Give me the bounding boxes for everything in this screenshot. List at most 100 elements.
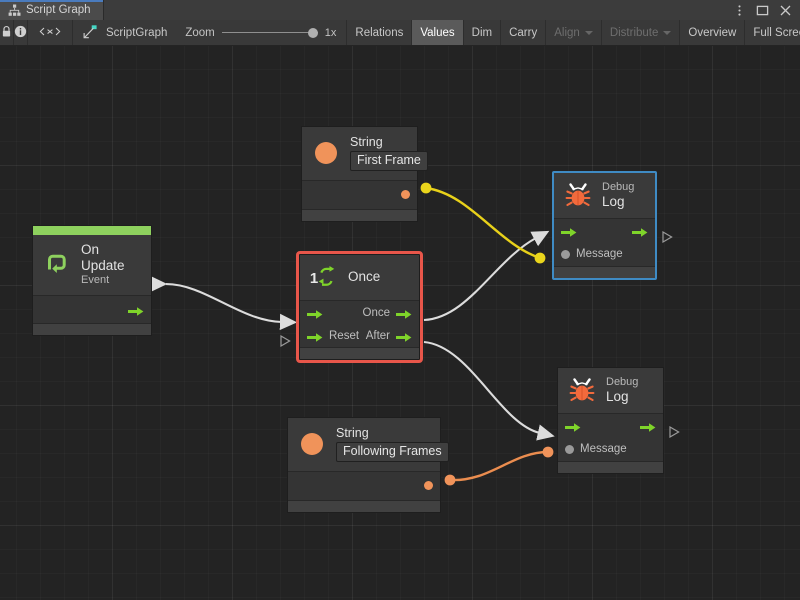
lock-button[interactable] xyxy=(0,20,14,45)
info-icon xyxy=(14,25,27,41)
zoom-value-label: 1x xyxy=(324,26,337,39)
flow-arrow-icon xyxy=(632,225,648,237)
node-footer xyxy=(288,499,440,512)
port-row-reset-after: Reset After xyxy=(300,324,419,347)
toolbar-button-distribute[interactable]: Distribute xyxy=(602,20,681,45)
port-row-value-out xyxy=(302,181,417,209)
node-footer xyxy=(300,347,419,359)
edge-endpoint-dot-target xyxy=(542,446,554,458)
unconnected-flow-out-marker[interactable] xyxy=(669,425,680,443)
flow-arrow-icon xyxy=(396,330,412,342)
node-string-first-frame[interactable]: String First Frame xyxy=(301,126,428,222)
flow-input-port[interactable] xyxy=(565,420,581,432)
node-footer xyxy=(554,266,655,278)
node-body: Once Reset After xyxy=(300,301,419,347)
message-input-port[interactable]: Message xyxy=(565,443,627,455)
more-options-icon[interactable] xyxy=(733,4,746,17)
node-body xyxy=(302,180,417,209)
toolbar-button-values[interactable]: Values xyxy=(412,20,464,45)
node-footer xyxy=(558,461,663,473)
code-brackets-icon xyxy=(36,25,64,41)
edge-once-to-debug-log-bottom xyxy=(423,340,555,441)
node-string-following-frames[interactable]: String Following Frames xyxy=(287,417,449,513)
flow-output-port[interactable] xyxy=(640,420,656,432)
node-header: Debug Log xyxy=(558,368,663,414)
node-body xyxy=(33,295,151,323)
value-port-dot xyxy=(565,444,574,454)
flow-output-port[interactable] xyxy=(128,304,144,316)
code-view-button[interactable] xyxy=(28,20,73,45)
string-value-icon xyxy=(311,138,341,168)
zoom-slider-track xyxy=(221,32,318,33)
node-header: 1 Once xyxy=(300,255,419,301)
string-value-icon xyxy=(297,429,327,459)
unconnected-flow-out-marker[interactable] xyxy=(662,230,673,248)
node-header: On Update Event xyxy=(33,235,151,296)
toolbar-button-align[interactable]: Align xyxy=(546,20,602,45)
node-debug-log-top[interactable]: Debug Log xyxy=(553,172,656,279)
toolbar-button-overview[interactable]: Overview xyxy=(680,20,746,45)
node-footer xyxy=(302,208,417,221)
flow-arrow-icon xyxy=(128,304,144,316)
node-title: Once xyxy=(348,269,381,285)
chevron-down-icon xyxy=(663,30,672,35)
node-header: String First Frame xyxy=(302,127,428,181)
string-value-field[interactable]: Following Frames xyxy=(336,441,449,462)
after-output-port[interactable]: After xyxy=(366,330,412,342)
graph-toolbar: ScriptGraph Zoom 1x Relations Values Dim… xyxy=(0,20,800,46)
zoom-control[interactable]: Zoom 1x xyxy=(181,20,348,45)
tab-script-graph[interactable]: Script Graph xyxy=(0,0,104,20)
flow-arrow-icon xyxy=(307,330,323,342)
node-title: Log xyxy=(602,193,625,209)
bug-icon xyxy=(563,180,593,210)
close-icon[interactable] xyxy=(779,4,792,17)
info-button[interactable] xyxy=(14,20,28,45)
zoom-label: Zoom xyxy=(185,26,215,39)
reset-input-port[interactable]: Reset xyxy=(307,330,359,342)
toolbar-button-full-screen[interactable]: Full Screen xyxy=(745,20,800,45)
edge-string-following-frames-to-message xyxy=(449,450,549,482)
port-row-trigger-once: Once xyxy=(300,301,419,324)
trigger-input-port[interactable] xyxy=(307,307,323,319)
edge-endpoint-dot-source xyxy=(444,474,456,486)
flow-input-port[interactable] xyxy=(561,225,577,237)
port-row-value-out xyxy=(288,472,440,500)
toolbar-button-dim[interactable]: Dim xyxy=(464,20,502,45)
window-controls xyxy=(733,0,800,20)
string-value-field[interactable]: First Frame xyxy=(350,150,428,171)
graph-name-display[interactable]: ScriptGraph xyxy=(73,20,181,45)
once-output-port[interactable]: Once xyxy=(363,307,413,319)
node-once[interactable]: 1 Once xyxy=(296,251,423,363)
edge-string-first-frame-to-message xyxy=(425,186,541,260)
toolbar-button-dim-label: Dim xyxy=(471,26,493,39)
graph-canvas[interactable]: String First Frame xyxy=(0,46,800,600)
port-row-message: Message xyxy=(554,242,655,266)
node-event-accent-bar xyxy=(33,226,151,235)
node-title: String xyxy=(350,135,383,149)
svg-text:1: 1 xyxy=(310,270,318,287)
value-output-port[interactable] xyxy=(401,190,410,199)
node-body: Message xyxy=(558,414,663,461)
flow-arrow-icon xyxy=(561,225,577,237)
value-output-port[interactable] xyxy=(424,481,433,490)
node-body: Message xyxy=(554,219,655,266)
node-on-update[interactable]: On Update Event xyxy=(32,225,152,336)
message-input-port[interactable]: Message xyxy=(561,248,623,260)
flow-output-port[interactable] xyxy=(632,225,648,237)
maximize-icon[interactable] xyxy=(756,4,769,17)
edge-endpoint-dot-target xyxy=(534,252,546,264)
port-label-once: Once xyxy=(362,306,391,319)
port-row-flow xyxy=(554,219,655,242)
unconnected-reset-in-marker[interactable] xyxy=(280,334,291,352)
toolbar-button-carry-label: Carry xyxy=(509,26,538,39)
toolbar-button-relations[interactable]: Relations xyxy=(347,20,413,45)
zoom-slider-knob[interactable] xyxy=(307,27,318,38)
toolbar-button-carry[interactable]: Carry xyxy=(501,20,547,45)
zoom-slider[interactable] xyxy=(221,27,318,39)
node-debug-log-bottom[interactable]: Debug Log xyxy=(557,367,664,474)
port-label-after: After xyxy=(365,329,390,342)
port-row-flow xyxy=(558,414,663,437)
toolbar-button-overview-label: Overview xyxy=(688,26,737,39)
port-row-flow-out xyxy=(33,296,151,323)
once-counter-icon: 1 xyxy=(309,262,339,292)
